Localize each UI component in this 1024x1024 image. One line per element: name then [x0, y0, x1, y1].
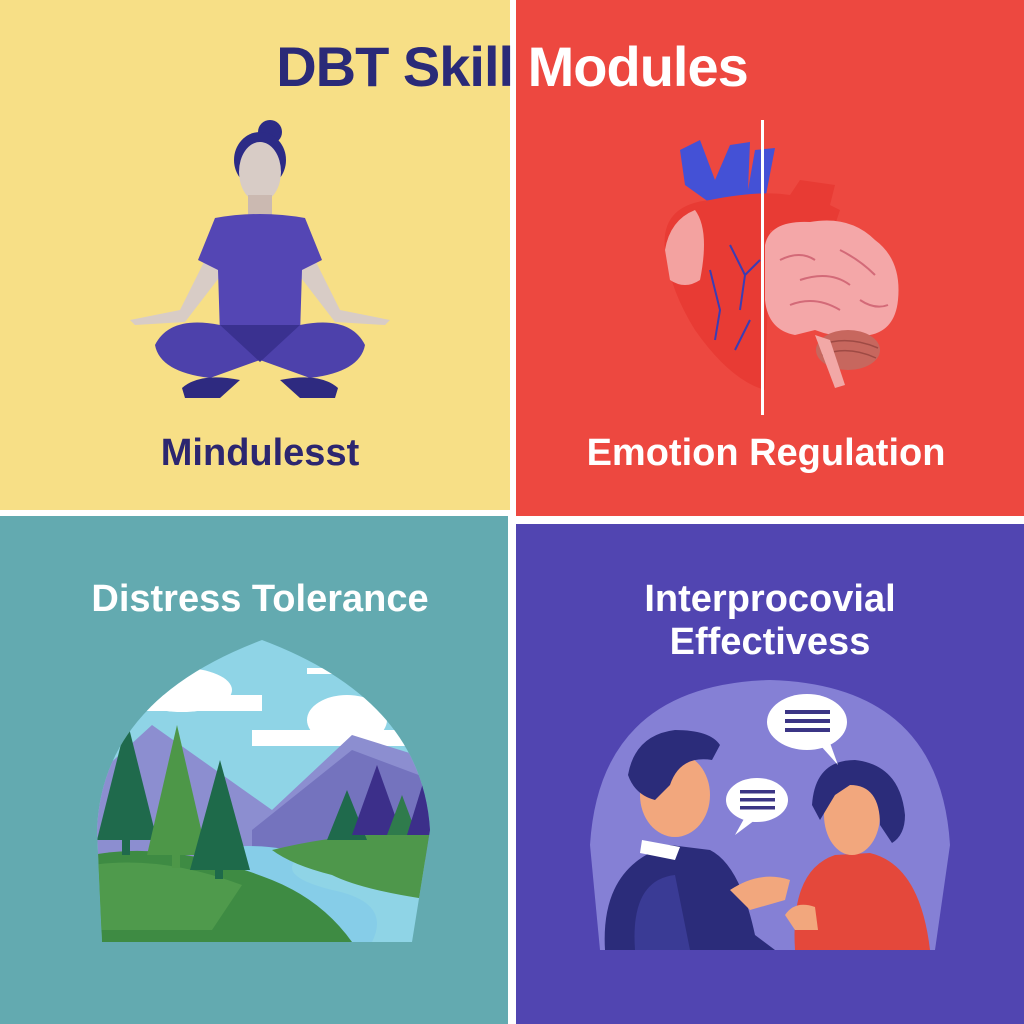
page-title: DBT Skill Modules — [0, 34, 1024, 99]
heart-brain-icon — [664, 120, 899, 415]
interpersonal-effectiveness-label: Interprocovial Effectivess — [560, 578, 980, 663]
mindfulness-label: Mindulesst — [160, 432, 360, 474]
interpersonal-label-line-2: Effectivess — [669, 620, 871, 663]
emotion-regulation-label: Emotion Regulation — [586, 432, 946, 474]
title-part-2: Modules — [527, 35, 749, 98]
title-part-1: DBT Skill — [276, 35, 514, 98]
conversation-icon — [590, 680, 950, 950]
interpersonal-label-line-1: Interprocovial — [644, 578, 896, 620]
mountain-landscape-icon — [97, 640, 430, 942]
distress-tolerance-label: Distress Tolerance — [91, 578, 429, 620]
meditating-person-icon — [130, 120, 390, 398]
